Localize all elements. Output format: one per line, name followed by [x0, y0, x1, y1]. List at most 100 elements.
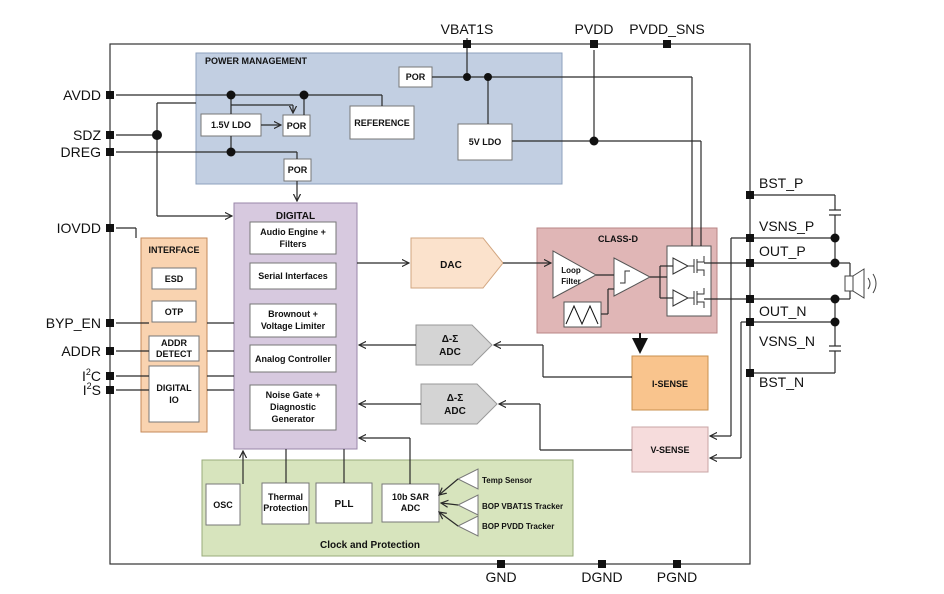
pin-avdd: AVDD [63, 87, 101, 103]
pin-dgnd: DGND [581, 569, 622, 585]
power-management-title: POWER MANAGEMENT [205, 56, 307, 66]
dac-shape [410, 237, 504, 289]
addr-detect-label-2: DETECT [156, 349, 193, 359]
class-d-title: CLASS-D [598, 234, 638, 244]
pin-out-n: OUT_N [759, 303, 806, 319]
analog-controller-label: Analog Controller [255, 354, 331, 364]
temp-to-sar [439, 478, 459, 495]
ldo-1v5-label: 1.5V LDO [211, 120, 251, 130]
bop-vbat1s-triangle [456, 494, 479, 516]
pin-vbat1s: VBAT1S [441, 21, 494, 37]
loop-filter-triangle [552, 250, 598, 299]
triangle-wave-icon [565, 304, 599, 326]
pin-vsns-p: VSNS_P [759, 218, 814, 234]
audio-engine-label-2: Filters [279, 239, 306, 249]
pin-pgnd: PGND [657, 569, 697, 585]
ldo-5v-box [457, 123, 513, 161]
adc-vsense-block: Δ-Σ ADC [420, 383, 498, 425]
pin-pvdd: PVDD [575, 21, 614, 37]
sar-adc-label-1: 10b SAR [392, 492, 430, 502]
speaker-icon [844, 268, 877, 299]
digital-io-label-2: IO [169, 395, 179, 405]
i-sense-label: I-SENSE [652, 379, 688, 389]
addr-detect-box [148, 335, 200, 362]
bop-pvdd-label: BOP PVDD Tracker [482, 522, 554, 531]
ldo-5v-label: 5V LDO [469, 137, 502, 147]
bop-pvdd-triangle [456, 515, 479, 537]
analog-controller-box [249, 344, 337, 373]
por-low-label: POR [288, 165, 308, 175]
loop-filter-label-1: Loop [561, 266, 581, 275]
bop-vbat-to-sar [441, 503, 459, 505]
thermal-box [261, 482, 310, 525]
audio-engine-label-1: Audio Engine + [260, 227, 326, 237]
pin-bst-p: BST_P [759, 175, 803, 191]
esd-label: ESD [165, 274, 184, 284]
pll-box [315, 482, 373, 524]
pin-dreg: DREG [61, 144, 101, 160]
clock-protection-title: Clock and Protection [320, 540, 420, 551]
digital-io-box [148, 365, 200, 423]
digital-io-label-1: DIGITAL [156, 383, 192, 393]
pin-addr: ADDR [61, 343, 101, 359]
sar-adc-label-2: ADC [401, 503, 421, 513]
pin-i2c: I2C [82, 367, 101, 384]
interface-title: INTERFACE [148, 245, 199, 255]
dac-block: DAC [410, 237, 504, 289]
pin-pvdd-sns: PVDD_SNS [629, 21, 704, 37]
otp-label: OTP [165, 307, 184, 317]
audio-engine-box [249, 221, 337, 255]
otp-box [151, 300, 197, 323]
serial-interfaces-label: Serial Interfaces [258, 271, 328, 281]
i-sense-box [631, 355, 709, 411]
digital-block: DIGITAL Audio Engine + Filters Serial In… [233, 202, 358, 450]
i-sense-block: I-SENSE [631, 355, 709, 411]
osc-box [205, 483, 241, 526]
noise-gate-label-1: Noise Gate + [266, 390, 321, 400]
v-sense-label: V-SENSE [650, 445, 689, 455]
pin-i2s: I2S [83, 381, 101, 398]
clock-protection-block: Clock and Protection OSC Thermal Protect… [201, 459, 574, 557]
power-management-block: POWER MANAGEMENT POR 1.5V LDO POR REFERE… [195, 52, 563, 185]
dac-label: DAC [440, 260, 462, 271]
chip-outline [109, 43, 751, 565]
brownout-box [249, 303, 337, 338]
osc-label: OSC [213, 500, 233, 510]
pin-markers [106, 40, 754, 568]
pin-byp-en: BYP_EN [46, 315, 101, 331]
esd-box [151, 267, 197, 290]
adc-isense-shape [415, 324, 493, 366]
thermal-label-2: Protection [263, 503, 308, 513]
adc-isense-label-1: Δ-Σ [442, 334, 459, 345]
serial-interfaces-box [249, 262, 337, 290]
comparator-triangle [613, 257, 652, 297]
v-sense-box [631, 426, 709, 473]
v-sense-block: V-SENSE [631, 426, 709, 473]
interface-block: INTERFACE ESD OTP ADDR DETECT DIGITAL IO [140, 237, 208, 433]
bop-pvdd-to-sar [439, 512, 459, 527]
temp-sensor-triangle [456, 468, 479, 490]
brownout-label-1: Brownout + [268, 309, 318, 319]
reference-label: REFERENCE [354, 118, 410, 128]
pin-bst-n: BST_N [759, 374, 804, 390]
noise-gate-box [249, 384, 337, 431]
pin-gnd: GND [485, 569, 516, 585]
adc-isense-label-2: ADC [439, 347, 461, 358]
reference-box [349, 105, 415, 140]
pin-labels: VBAT1S PVDD PVDD_SNS AVDD SDZ DREG IOVDD… [46, 21, 815, 585]
loop-filter-label-2: Filter [561, 277, 581, 286]
addr-detect-label-1: ADDR [161, 338, 187, 348]
pin-sdz: SDZ [73, 127, 101, 143]
adc-vsense-label-2: ADC [444, 406, 466, 417]
por-top-label: POR [406, 72, 426, 82]
noise-gate-label-2: Diagnostic [270, 402, 316, 412]
junction-dots [152, 73, 840, 327]
por-mid-box [282, 114, 311, 137]
temp-sensor-label: Temp Sensor [482, 476, 532, 485]
fet-p-icon [688, 256, 705, 276]
hysteresis-icon [620, 270, 630, 284]
bop-vbat1s-label: BOP VBAT1S Tracker [482, 502, 563, 511]
brownout-label-2: Voltage Limiter [261, 321, 326, 331]
adc-vsense-label-1: Δ-Σ [447, 393, 464, 404]
